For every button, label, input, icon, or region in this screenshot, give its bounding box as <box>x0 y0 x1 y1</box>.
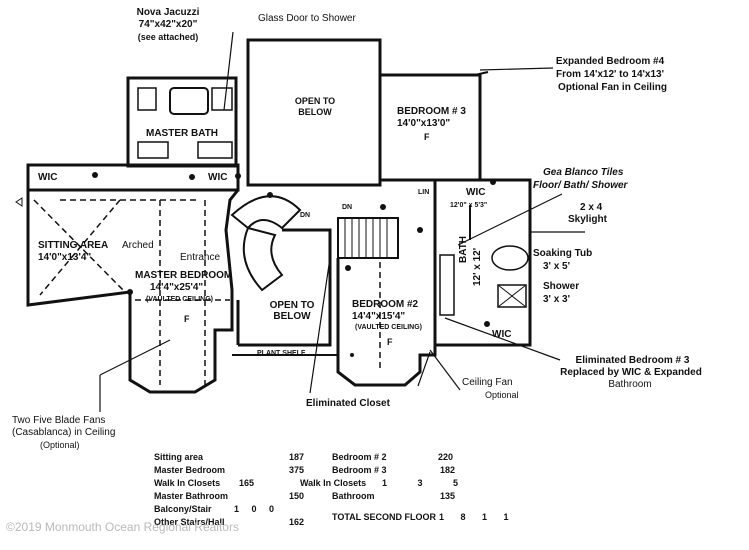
area-value: 182 <box>440 465 456 475</box>
replaced-by-label: Replaced by WIC & Expanded <box>560 367 702 378</box>
area-value: 375 <box>289 465 305 475</box>
shower-label: Shower <box>543 281 580 292</box>
soaking-size-label: 3' x 5' <box>543 261 570 272</box>
area-name: Bedroom # 2 <box>332 452 387 462</box>
skylight-size-label: 2 x 4 <box>580 202 603 213</box>
straight-stair <box>337 217 399 259</box>
bedroom2-label: BEDROOM #2 <box>352 299 419 310</box>
area-value: 220 <box>438 452 454 462</box>
open-to-below-middle <box>238 228 332 347</box>
area-name: Master Bathroom <box>154 491 229 501</box>
copyright-watermark: ©2019 Monmouth Ocean Regional Realtors <box>6 520 239 534</box>
eliminated-closet-label: Eliminated Closet <box>306 398 390 409</box>
plant-shelf-label: PLANT SHELF <box>257 350 306 357</box>
expanded-from-label: From 14'x12' to 14'x13' <box>556 69 664 80</box>
soaking-tub-label: Soaking Tub <box>533 248 593 259</box>
bath-label: BATH <box>458 235 469 263</box>
area-value: 135 <box>440 491 456 501</box>
casablanca-label: (Casablanca) in Ceiling <box>12 427 116 438</box>
area-name: Balcony/Stair <box>154 504 212 514</box>
master-bath-label: MASTER BATH <box>146 128 219 139</box>
optional-label: Optional <box>485 390 519 400</box>
nova-jacuzzi-label: Nova Jacuzzi <box>136 7 200 18</box>
master-bath-walls <box>126 76 238 168</box>
gea-blanco-label: Gea Blanco Tiles <box>543 167 624 178</box>
master-suite-walls <box>26 189 240 394</box>
skylight-label: Skylight <box>568 214 607 225</box>
wic-left-walls <box>26 163 240 192</box>
area-name: Walk In Closets <box>154 478 221 488</box>
dn-right-label: DN <box>342 204 353 211</box>
wic-left-label: WIC <box>38 172 58 183</box>
total-label: TOTAL SECOND FLOOR <box>332 512 437 522</box>
total-value: 1 8 1 1 <box>439 512 509 522</box>
area-value: 1 0 0 <box>234 504 275 514</box>
glass-door-label: Glass Door to Shower <box>258 13 356 24</box>
dn-left-label: DN <box>300 212 311 219</box>
eliminated-bedroom-label: Eliminated Bedroom # 3 <box>575 355 690 366</box>
two-fans-label: Two Five Blade Fans <box>12 415 106 426</box>
floor-bath-shower-label: Floor/ Bath/ Shower <box>533 180 628 191</box>
sitting-size-label: 14'0"x13'4" <box>38 252 92 263</box>
bedroom3-walls <box>378 73 482 182</box>
bedroom3-size-label: 14'0"x13'0" <box>397 118 451 129</box>
area-name: Other Stairs/Hall <box>154 517 225 527</box>
vaulted-bedroom2-label: (VAULTED CEILING) <box>355 324 423 331</box>
bedroom2-walls <box>336 258 437 387</box>
open-to-below-middle-label: OPEN TO BELOW <box>269 300 315 322</box>
area-name: Master Bedroom <box>154 465 226 475</box>
fan-symbol-b2: F <box>387 337 393 347</box>
bedroom2-size-label: 14'4"x15'4" <box>352 311 406 322</box>
area-name: Bedroom # 3 <box>332 465 387 475</box>
area-name: Bathroom <box>332 491 375 501</box>
ceiling-fan-label: Ceiling Fan <box>462 377 513 388</box>
fan-symbol-master: F <box>184 314 190 324</box>
master-bedroom-label: MASTER BEDROOM <box>135 270 233 281</box>
master-bedroom-size-label: 14'4"x25'4" <box>150 282 204 293</box>
wic-bath-label: WIC <box>492 329 512 340</box>
area-value: 165 <box>239 478 255 488</box>
optional-fan-label: Optional Fan in Ceiling <box>558 82 667 93</box>
fan-symbol-b3: F <box>424 132 430 142</box>
open-to-below-upper <box>246 38 382 187</box>
expanded-bedroom-label: Expanded Bedroom #4 <box>555 56 665 67</box>
vaulted-master-label: (VAULTED CEILING) <box>146 296 214 303</box>
curved-stair <box>230 195 302 230</box>
sitting-area-label: SITTING AREA <box>38 240 109 251</box>
arched-label: Arched <box>122 240 154 251</box>
wic-size-label: 12'0" x 5'3" <box>450 202 488 209</box>
wic-middle-label: WIC <box>208 172 228 183</box>
open-to-below-upper-label: OPEN TO BELOW <box>294 96 336 117</box>
entrance-label: Entrance <box>180 252 221 263</box>
optional-paren-label: (Optional) <box>40 440 80 450</box>
area-name: Sitting area <box>154 452 204 462</box>
bath-size-label: 12' x 12' <box>472 247 483 286</box>
area-name: Walk In Closets <box>300 478 367 488</box>
see-attached-label: (see attached) <box>137 32 199 42</box>
area-value: 187 <box>289 452 305 462</box>
jacuzzi-size-label: 74"x42"x20" <box>138 19 198 30</box>
bath-right-walls <box>433 178 532 347</box>
bedroom3-label: BEDROOM # 3 <box>397 106 466 117</box>
linen-label: LIN <box>418 189 430 196</box>
area-value: 162 <box>289 517 305 527</box>
shower-size-label: 3' x 3' <box>543 294 570 305</box>
area-value: 150 <box>289 491 305 501</box>
wic-right-label: WIC <box>466 187 486 198</box>
area-value: 1 3 5 <box>382 478 459 488</box>
bathroom-label: Bathroom <box>608 379 652 390</box>
